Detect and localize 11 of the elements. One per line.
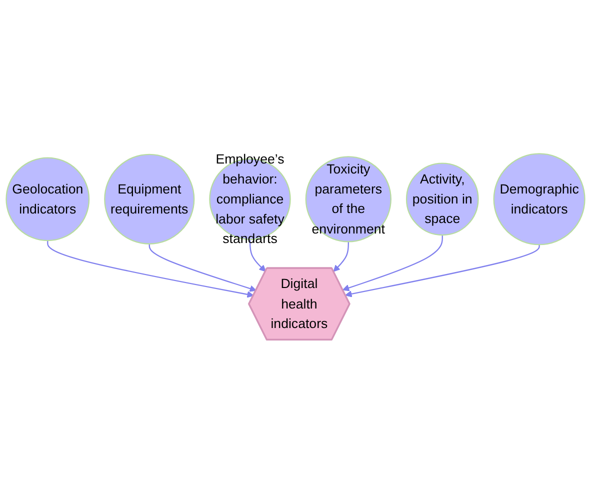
node-circle: Geolocation indicators — [6, 156, 90, 241]
node-circle: Demographic indicators — [493, 152, 586, 245]
node-circle: Activity, position in space — [406, 162, 479, 236]
arrow — [342, 234, 443, 291]
arrow — [249, 238, 266, 272]
node-circle: Toxicity parameters of the environment — [305, 156, 392, 242]
node-circle: Equipment requirements — [104, 153, 195, 244]
arrow — [345, 244, 540, 297]
arrow — [47, 240, 254, 298]
arrow — [333, 241, 349, 272]
arrow — [148, 243, 256, 292]
